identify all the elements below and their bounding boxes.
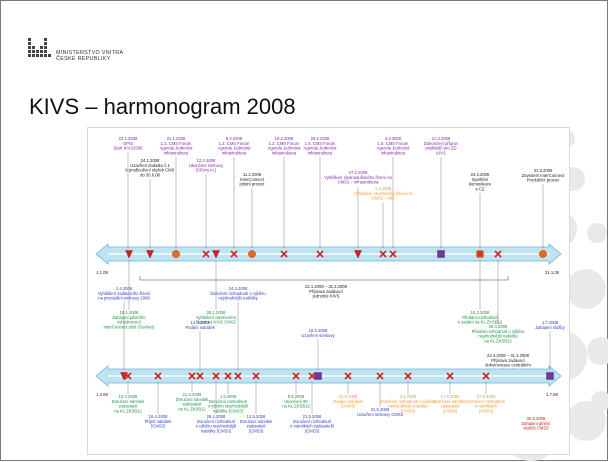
- bottom-event-marker-12: [308, 372, 316, 380]
- bottom-event-marker-1: [196, 372, 204, 380]
- ministry-name: MINISTERSTVO VNITRA ČESKÉ REPUBLIKY: [56, 50, 123, 63]
- ministry-logo-icon: [28, 38, 51, 57]
- bottom-event-marker-10: [252, 372, 260, 380]
- top-event-marker-11: [437, 250, 445, 258]
- top-event-marker-3: [202, 250, 210, 258]
- ministry-line-2: ČESKÉ REPUBLIKY: [56, 56, 111, 63]
- top-event-marker-9: [389, 250, 397, 258]
- bottom-event-marker-2: [234, 372, 242, 380]
- bottom-event-marker-8: [212, 372, 220, 380]
- top-event-marker-4: [230, 250, 238, 258]
- ministry-line-1: MINISTERSTVO VNITRA: [56, 50, 124, 56]
- bottom-event-marker-16: [446, 372, 454, 380]
- bottom-event-marker-4: [546, 372, 554, 380]
- top-event-marker-15: [212, 250, 220, 259]
- bottom-event-marker-13: [344, 372, 352, 380]
- top-event-marker-13: [539, 250, 547, 258]
- bottom-event-marker-11: [292, 372, 300, 380]
- timeline-top-start-label: 1.1.08: [96, 270, 108, 275]
- timeline-bottom-end-label: 1.7.08: [546, 392, 558, 397]
- bottom-event-marker-6: [154, 372, 162, 380]
- timeline-bottom-start-label: 1.4.08: [96, 392, 108, 397]
- timeline-top-end-label: 31.1.08: [545, 270, 560, 275]
- top-event-marker-6: [280, 250, 288, 258]
- bottom-event-marker-14: [376, 372, 384, 380]
- top-event-marker-1: [146, 250, 154, 259]
- top-event-marker-8: [354, 250, 362, 259]
- bottom-event-marker-17: [482, 372, 490, 380]
- top-event-marker-14: [125, 250, 133, 259]
- top-event-marker-2: [172, 250, 180, 258]
- bottom-event-marker-7: [188, 372, 196, 380]
- bottom-event-marker-9: [224, 372, 232, 380]
- slide-title: KIVS – harmonogram 2008: [29, 94, 296, 119]
- top-event-marker-7: [316, 250, 324, 258]
- bottom-event-marker-15: [404, 372, 412, 380]
- top-event-marker-16: [476, 250, 484, 258]
- bottom-event-marker-5: [124, 372, 132, 380]
- top-event-marker-10: [379, 250, 387, 258]
- top-span-bracket: [139, 276, 509, 281]
- top-event-marker-5: [248, 250, 256, 258]
- bottom-event-marker-3: [314, 372, 322, 380]
- top-event-marker-17: [494, 250, 502, 258]
